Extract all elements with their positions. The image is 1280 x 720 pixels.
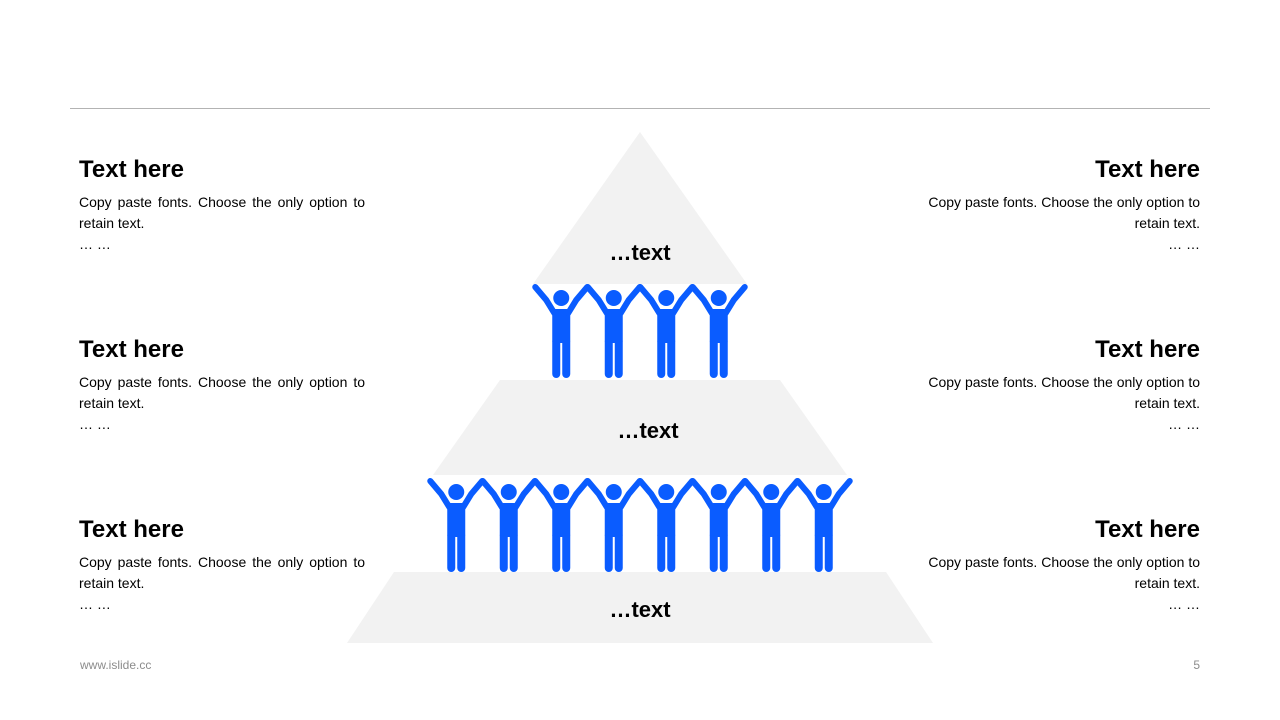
block-body: Copy paste fonts. Choose the only option…	[79, 554, 365, 591]
header-divider	[70, 108, 1210, 109]
person-icon	[532, 284, 591, 378]
block-title: Text here	[1095, 516, 1200, 543]
pyramid-level-label: …text	[617, 418, 679, 443]
block-body: Copy paste fonts. Choose the only option…	[79, 374, 365, 411]
people-row-top	[532, 284, 748, 378]
pyramid-level-bottom	[347, 572, 933, 643]
block-title: Text here	[79, 516, 184, 543]
text-block-right-2: Text here Copy paste fonts. Choose the o…	[914, 336, 1200, 435]
text-block-right-1: Text here Copy paste fonts. Choose the o…	[914, 156, 1200, 255]
block-more: … …	[1168, 416, 1200, 432]
person-icon	[479, 478, 538, 572]
pyramid-level-top	[533, 132, 747, 284]
people-row-bottom	[427, 478, 853, 572]
block-title: Text here	[79, 336, 184, 363]
person-icon	[689, 478, 748, 572]
text-block-left-1: Text here Copy paste fonts. Choose the o…	[79, 156, 365, 255]
block-more: … …	[79, 236, 111, 252]
block-more: … …	[79, 416, 111, 432]
person-icon	[742, 478, 801, 572]
person-icon	[584, 478, 643, 572]
block-body: Copy paste fonts. Choose the only option…	[928, 194, 1200, 231]
block-more: … …	[1168, 236, 1200, 252]
block-body: Copy paste fonts. Choose the only option…	[79, 194, 365, 231]
page-number: 5	[1193, 658, 1200, 672]
person-icon	[794, 478, 853, 572]
block-title: Text here	[1095, 336, 1200, 363]
person-icon	[532, 478, 591, 572]
text-block-right-3: Text here Copy paste fonts. Choose the o…	[914, 516, 1200, 615]
person-icon	[584, 284, 643, 378]
block-title: Text here	[79, 156, 184, 183]
pyramid-level-middle	[433, 380, 847, 475]
person-icon	[427, 478, 486, 572]
pyramid-level-label: …text	[609, 597, 671, 622]
block-body: Copy paste fonts. Choose the only option…	[928, 374, 1200, 411]
block-title: Text here	[1095, 156, 1200, 183]
footer-url: www.islide.cc	[80, 658, 152, 672]
person-icon	[637, 478, 696, 572]
text-block-left-3: Text here Copy paste fonts. Choose the o…	[79, 516, 365, 615]
person-icon	[689, 284, 748, 378]
person-icon	[637, 284, 696, 378]
pyramid-level-label: …text	[609, 240, 671, 265]
block-body: Copy paste fonts. Choose the only option…	[928, 554, 1200, 591]
text-block-left-2: Text here Copy paste fonts. Choose the o…	[79, 336, 365, 435]
block-more: … …	[79, 596, 111, 612]
block-more: … …	[1168, 596, 1200, 612]
